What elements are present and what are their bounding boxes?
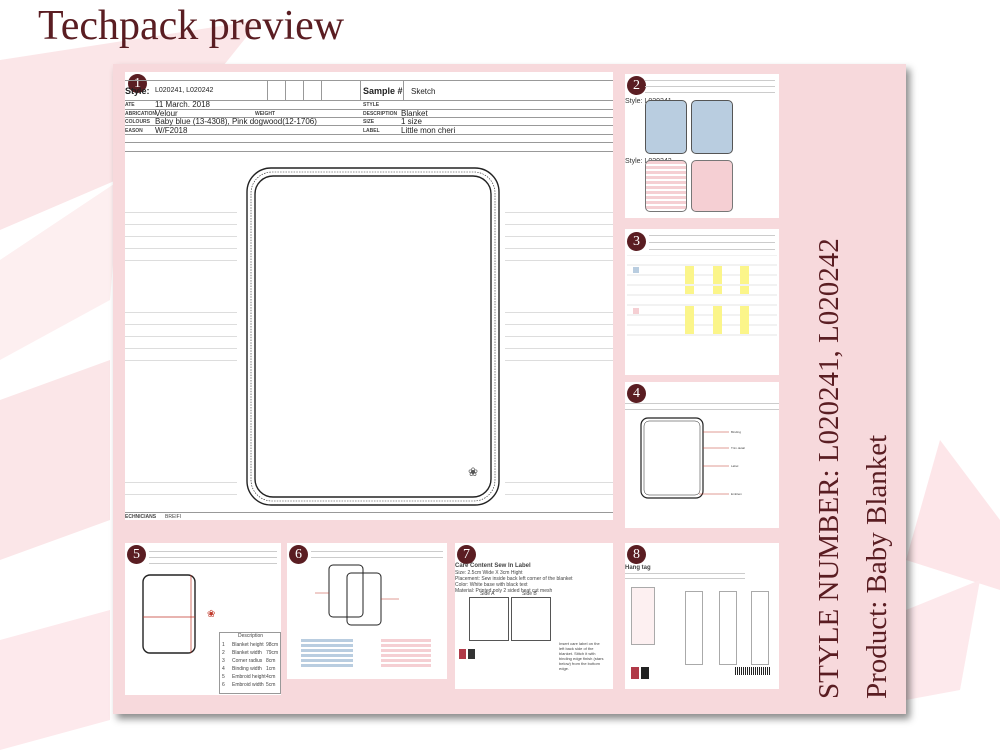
label-value: Little mon cheri bbox=[401, 126, 456, 135]
product-text: Product: Baby Blanket bbox=[861, 434, 893, 699]
techpack-page-8[interactable]: 8 Hang tag bbox=[625, 543, 779, 689]
techpack-page-1[interactable]: 1 Style: L020241, L020242 Sample # Sketc… bbox=[125, 72, 613, 520]
description-value: Blanket bbox=[401, 109, 428, 118]
colours-value: Baby blue (13-4308), Pink dogwood(12-170… bbox=[155, 117, 317, 126]
date-value: 11 March. 2018 bbox=[155, 100, 210, 109]
techpack-page-5[interactable]: 5 ❀ Description 1 Blanket height 98cm 2 … bbox=[125, 543, 281, 695]
page-badge-8: 8 bbox=[627, 545, 646, 564]
techpack-page-7[interactable]: 7 Care Content Sew In Label Size: 2.5cm … bbox=[455, 543, 613, 689]
preview-card: 1 Style: L020241, L020242 Sample # Sketc… bbox=[113, 64, 906, 714]
hang-tag-heading: Hang tag bbox=[625, 565, 651, 571]
style-number-text: STYLE NUMBER: L020241, L020242 bbox=[813, 238, 845, 699]
size-value: 1 size bbox=[401, 117, 422, 126]
techpack-page-6[interactable]: 6 bbox=[287, 543, 447, 679]
page-badge-3: 3 bbox=[627, 232, 646, 251]
care-label-heading: Care Content Sew In Label bbox=[455, 563, 531, 569]
svg-text:Binding: Binding bbox=[731, 430, 741, 434]
blanket-sketch: ❀ bbox=[246, 167, 500, 506]
svg-text:Emblem: Emblem bbox=[731, 492, 743, 496]
care-label-side-b: Side B bbox=[511, 591, 551, 641]
care-label-note: Insert care label on the left back side … bbox=[559, 641, 604, 671]
techpack-page-3[interactable]: 3 bbox=[625, 229, 779, 375]
svg-text:❀: ❀ bbox=[207, 609, 215, 620]
svg-text:Trim detail: Trim detail bbox=[731, 446, 745, 450]
bom-table bbox=[627, 255, 777, 336]
sample-label: Sample # bbox=[363, 86, 403, 96]
page-badge-2: 2 bbox=[627, 76, 646, 95]
sample-value: Sketch bbox=[411, 87, 436, 96]
season-value: W/F2018 bbox=[155, 126, 188, 135]
page-badge-1: 1 bbox=[128, 74, 147, 93]
svg-text:❀: ❀ bbox=[468, 465, 478, 479]
techpack-page-2[interactable]: 2 Style: L020241 Style: L020242 bbox=[625, 74, 779, 218]
page-badge-4: 4 bbox=[627, 384, 646, 403]
page-badge-5: 5 bbox=[127, 545, 146, 564]
care-label-side-a: Side A bbox=[469, 591, 509, 641]
style-value: L020241, L020242 bbox=[155, 87, 214, 94]
style-label: Style: bbox=[125, 86, 150, 96]
page-badge-7: 7 bbox=[457, 545, 476, 564]
measurement-table: Description 1 Blanket height 98cm 2 Blan… bbox=[219, 632, 281, 694]
fabrication-value: Velour bbox=[155, 109, 178, 118]
overlay-sketch bbox=[315, 564, 399, 626]
measurement-sketch: ❀ bbox=[142, 574, 215, 654]
page-title: Techpack preview bbox=[38, 3, 345, 49]
svg-text:Label: Label bbox=[731, 464, 739, 468]
page-badge-6: 6 bbox=[289, 545, 308, 564]
